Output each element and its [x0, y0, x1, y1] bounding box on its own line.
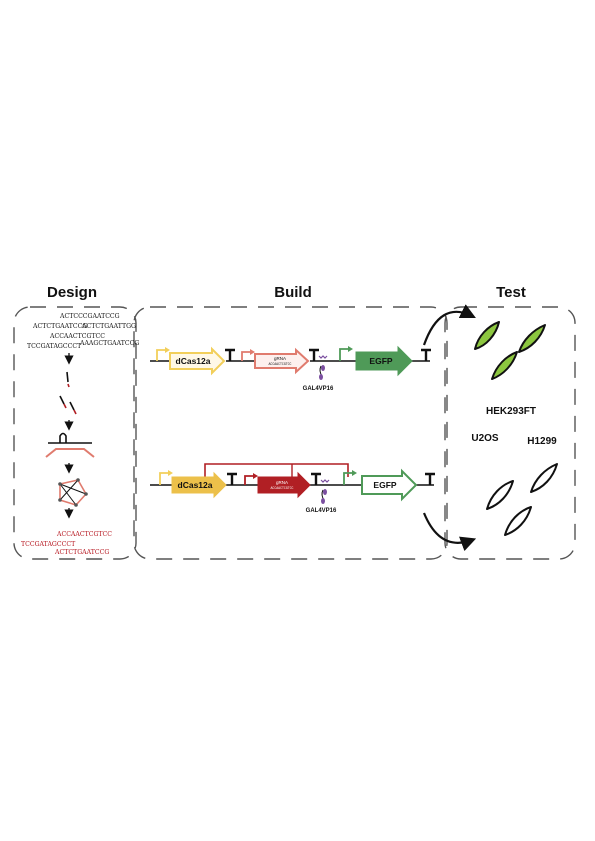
construct-bottom: dCas12a gRNA ACCAACTCGTCC GAL4VP16 EGFP — [150, 463, 435, 514]
network-graph-icon — [58, 478, 88, 507]
promoter-icon — [159, 472, 170, 485]
gal4vp16-label: GAL4VP16 — [303, 386, 334, 392]
selected-sequence-1: ACCAACTCGTCC — [56, 531, 112, 538]
curved-arrow-top — [422, 304, 476, 346]
sequence-6: AAAGCTGAATCCG — [79, 340, 139, 347]
selected-sequence-2: TCCGATAGCCCT — [21, 541, 76, 548]
activator-binding-icon — [320, 479, 330, 504]
grna-arrow — [257, 471, 311, 499]
promoter-icon — [339, 348, 350, 361]
test-title: Test — [496, 284, 526, 301]
dna-fragments-icon — [59, 371, 77, 415]
candidate-sequences: ACTCCCGAATCCG ACTCTGAATCCG ACTCTGAATTGG … — [27, 313, 139, 350]
sequence-5: TCCGATAGCCCT — [27, 343, 82, 350]
terminator-icon — [309, 348, 319, 361]
egfp-gene-arrow — [361, 468, 418, 502]
promoter-icon — [156, 349, 167, 361]
gal4vp16-label: GAL4VP16 — [306, 508, 337, 514]
design-frame — [13, 306, 137, 560]
egfp-label: EGFP — [369, 356, 392, 366]
cell-line-hek293ft: HEK293FT — [486, 406, 536, 417]
green-cells-icon — [474, 321, 546, 380]
dcas12a-gene-arrow — [169, 346, 226, 376]
grna-sequence: ACCAACTCGTCC — [269, 362, 292, 366]
hairpin-structure-icon — [45, 432, 95, 458]
terminator-icon — [425, 472, 435, 485]
sequence-1: ACTCCCGAATCCG — [59, 313, 120, 320]
dcas12a-label: dCas12a — [176, 356, 211, 366]
build-title: Build — [274, 284, 312, 301]
grna-label: gRNA — [274, 356, 286, 361]
dcas12a-gene-arrow — [171, 471, 227, 499]
terminator-icon — [225, 348, 235, 361]
grna-label: gRNA — [276, 480, 288, 485]
sequence-2: ACTCTGAATCCG — [32, 323, 87, 330]
promoter-icon — [241, 351, 252, 361]
dcas12a-label: dCas12a — [178, 480, 213, 490]
promoter-icon — [343, 472, 354, 485]
selected-sequence-3: ACTCTGAATCCG — [54, 549, 109, 556]
sequence-3: ACTCTGAATTGG — [81, 323, 136, 330]
cell-line-u2os: U2OS — [471, 433, 499, 444]
egfp-label: EGFP — [373, 480, 396, 490]
design-title: Design — [47, 284, 97, 301]
empty-cells-icon — [486, 463, 558, 536]
terminator-icon — [227, 472, 237, 485]
grna-sequence: ACCAACTCGTCC — [271, 486, 294, 490]
test-frame — [444, 306, 576, 560]
curved-arrow-bottom — [422, 512, 477, 552]
sequence-4: ACCAACTCGTCC — [49, 333, 105, 340]
regulation-loop — [204, 463, 349, 477]
construct-top: dCas12a gRNA ACCAACTCGTCC GAL4VP16 EGFP — [150, 345, 431, 392]
promoter-icon — [244, 475, 255, 485]
selected-sequences: ACCAACTCGTCC TCCGATAGCCCT ACTCTGAATCCG — [21, 531, 112, 556]
egfp-gene-arrow — [355, 345, 413, 377]
build-frame — [133, 306, 448, 560]
terminator-icon — [421, 348, 431, 361]
terminator-icon — [311, 472, 321, 485]
cell-line-h1299: H1299 — [527, 436, 557, 447]
activator-binding-icon — [318, 355, 328, 380]
grna-arrow — [254, 347, 310, 375]
